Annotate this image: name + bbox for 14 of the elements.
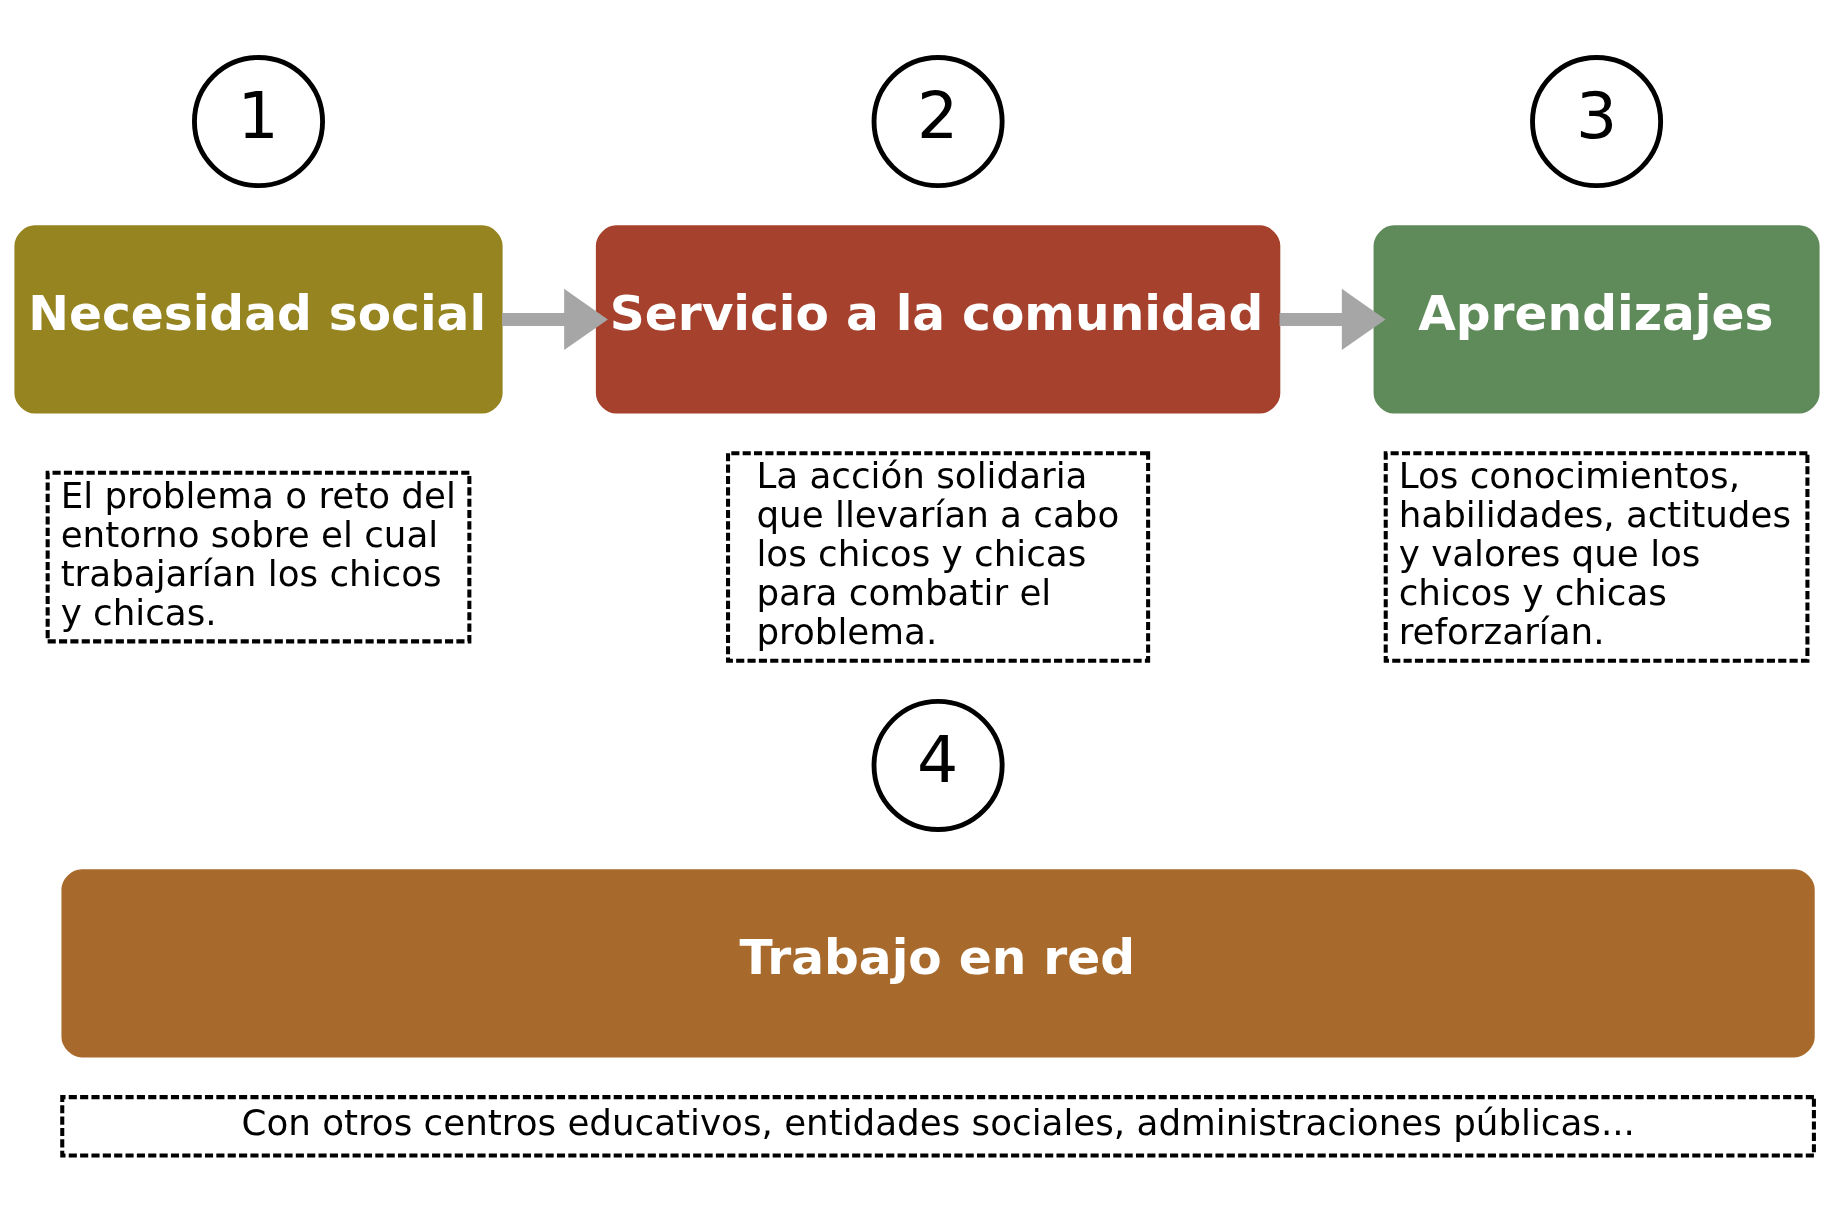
node-box: Los conocimientos, habilidades, actitudes y valores que los chicos y chicas reforzarían. xyxy=(1383,451,1810,663)
node-box: El problema o reto del entorno sobre el cual trabajarían los chicos y chicas. xyxy=(45,470,472,644)
node-box: Trabajo en red xyxy=(61,869,1815,1058)
node-circle: 2 xyxy=(871,55,1005,189)
node-circle: 1 xyxy=(192,55,325,189)
node-box: Necesidad social xyxy=(14,225,503,414)
node-box: La acción solidaria que llevarían a cabo los chicos y chicas para combatir el problema. xyxy=(726,451,1151,663)
node-box: Con otros centros educativos, entidades sociales, administraciones públicas... xyxy=(60,1095,1816,1158)
arrow xyxy=(502,288,608,351)
node-circle: 4 xyxy=(871,698,1005,832)
node-circle: 3 xyxy=(1530,55,1664,189)
node-box: Aprendizajes xyxy=(1373,225,1820,414)
node-box: Servicio a la comunidad xyxy=(595,225,1281,414)
arrow xyxy=(1279,288,1386,351)
